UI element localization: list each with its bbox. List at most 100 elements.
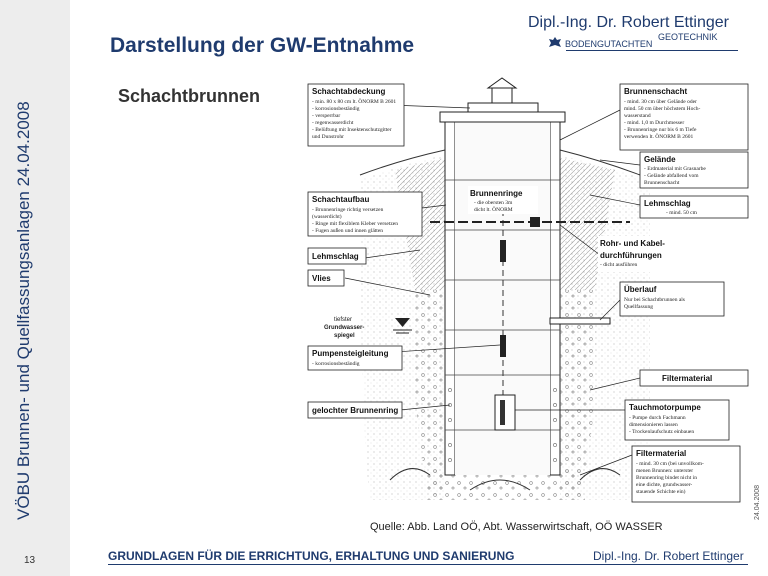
filter-gravel-bottom bbox=[425, 470, 585, 500]
svg-text:- Erdmaterial mit Grasnarbe: - Erdmaterial mit Grasnarbe bbox=[644, 166, 706, 172]
logo-geotechnik: GEOTECHNIK bbox=[658, 32, 718, 42]
label-grundwasserspiegel: tiefster Grundwasser- spiegel bbox=[324, 317, 364, 339]
logo-underline bbox=[566, 50, 738, 51]
svg-text:Filtermaterial: Filtermaterial bbox=[662, 374, 712, 383]
svg-text:- mind. 30 cm über Gelände ode: - mind. 30 cm über Gelände oder bbox=[624, 99, 697, 105]
svg-text:- mind. 50 cm: - mind. 50 cm bbox=[666, 210, 698, 216]
svg-text:Filtermaterial: Filtermaterial bbox=[636, 449, 686, 458]
svg-text:mind. 50 cm über höchstem Hoch: mind. 50 cm über höchstem Hoch- bbox=[624, 106, 701, 112]
svg-text:- Belüftung mit Insektenschutz: - Belüftung mit Insektenschutzgitter bbox=[312, 126, 392, 133]
label-gelaende: Gelände - Erdmaterial mit Grasnarbe - Ge… bbox=[639, 151, 749, 189]
svg-text:- Brunnenringe nur bis 6 m Tie: - Brunnenringe nur bis 6 m Tiefe bbox=[624, 126, 697, 133]
shaft-cover bbox=[439, 111, 566, 123]
svg-text:stauende Schichte ein): stauende Schichte ein) bbox=[636, 488, 686, 495]
svg-text:Quellfassung: Quellfassung bbox=[624, 303, 653, 310]
label-rohr-kabel: Rohr- und Kabel- durchführungen - dicht … bbox=[598, 236, 694, 272]
flow-arrow-icon bbox=[389, 468, 431, 481]
duct-sleeve bbox=[530, 217, 540, 227]
cover-plate bbox=[467, 102, 539, 113]
groundwater-marker-icon bbox=[395, 318, 410, 327]
footer-text: GRUNDLAGEN FÜR DIE ERRICHTUNG, ERHALTUNG… bbox=[108, 549, 515, 563]
label-filtermaterial-bottom: Filtermaterial - mind. 30 cm (bei unvoll… bbox=[631, 445, 741, 503]
svg-text:- Ringe mit flexiblem Kleber v: - Ringe mit flexiblem Kleber versetzen bbox=[312, 220, 398, 227]
svg-text:Brunnenschacht: Brunnenschacht bbox=[624, 87, 687, 96]
svg-text:dimensionieren lassen: dimensionieren lassen bbox=[629, 422, 678, 428]
svg-text:Überlauf: Überlauf bbox=[624, 285, 657, 294]
clay-layer-right bbox=[560, 158, 615, 290]
svg-text:Grundwasser-: Grundwasser- bbox=[324, 325, 364, 331]
svg-text:Brunnenschacht: Brunnenschacht bbox=[644, 180, 680, 186]
overflow-pipe bbox=[549, 317, 611, 325]
pipe-coupling bbox=[500, 335, 506, 357]
ground-line-left bbox=[359, 149, 446, 176]
svg-text:- korrosionsbeständig: - korrosionsbeständig bbox=[312, 361, 360, 367]
date-small: 24.04.2008 bbox=[754, 484, 761, 520]
page-title: Darstellung der GW-Entnahme bbox=[110, 34, 415, 57]
pump-motor bbox=[500, 400, 505, 425]
label-schachtabdeckung: Schachtabdeckung - min. 80 x 80 cm lt. Ö… bbox=[307, 83, 405, 147]
svg-text:spiegel: spiegel bbox=[334, 333, 355, 339]
svg-text:- mind. 30 cm (bei unvollkom-: - mind. 30 cm (bei unvollkom- bbox=[636, 460, 704, 467]
page-subtitle: Schachtbrunnen bbox=[118, 86, 261, 106]
svg-text:Rohr- und Kabel-: Rohr- und Kabel- bbox=[600, 239, 665, 248]
slide-number: 13 bbox=[24, 555, 36, 566]
svg-text:gelochter Brunnenring: gelochter Brunnenring bbox=[312, 406, 398, 415]
svg-text:menen Brunnen: unterster: menen Brunnen: unterster bbox=[636, 468, 693, 474]
footer-line bbox=[108, 564, 748, 565]
logo-subtitle: BODENGUTACHTEN bbox=[565, 39, 653, 49]
svg-text:verwenden lt. ÖNORM B 2601: verwenden lt. ÖNORM B 2601 bbox=[624, 133, 693, 140]
perforations bbox=[448, 388, 557, 462]
image-source: Quelle: Abb. Land OÖ, Abt. Wasserwirtsch… bbox=[370, 521, 663, 533]
svg-text:tiefster: tiefster bbox=[334, 317, 352, 323]
svg-text:- dicht ausführen: - dicht ausführen bbox=[600, 261, 638, 268]
label-brunnenschacht: Brunnenschacht - mind. 30 cm über Geländ… bbox=[619, 83, 749, 151]
footer-author: Dipl.-Ing. Dr. Robert Ettinger bbox=[593, 549, 744, 563]
svg-text:- mind. 1,0 m Durchmesser: - mind. 1,0 m Durchmesser bbox=[624, 120, 684, 126]
svg-text:- die obersten 3m: - die obersten 3m bbox=[474, 200, 513, 206]
logo-name: Dipl.-Ing. Dr. Robert Ettinger bbox=[528, 14, 729, 31]
label-filtermaterial-right: Filtermaterial bbox=[639, 369, 749, 387]
svg-text:Lehmschlag: Lehmschlag bbox=[312, 252, 359, 261]
flow-arrow-icon bbox=[469, 479, 531, 491]
svg-text:(wasserdicht): (wasserdicht) bbox=[312, 213, 342, 220]
flow-arrow-icon bbox=[579, 468, 621, 481]
svg-text:Gelände: Gelände bbox=[644, 155, 676, 164]
label-title: Schachtabdeckung bbox=[312, 87, 385, 96]
pipe-coupling bbox=[500, 240, 506, 262]
label-brunnenringe: Brunnenringe - die obersten 3m dicht lt.… bbox=[468, 186, 538, 214]
vent-pipe bbox=[491, 87, 513, 104]
svg-text:Brunnenringe: Brunnenringe bbox=[470, 189, 523, 198]
ground-line-right bbox=[559, 149, 641, 176]
svg-text:- Fugen außen und innen glätte: - Fugen außen und innen glätten bbox=[312, 227, 383, 234]
filter-gravel-right bbox=[560, 290, 596, 495]
eagle-icon bbox=[549, 37, 561, 47]
svg-text:durchführungen: durchführungen bbox=[600, 251, 662, 260]
svg-text:- Gelände abfallend vom: - Gelände abfallend vom bbox=[644, 172, 699, 179]
svg-text:Tauchmotorpumpe: Tauchmotorpumpe bbox=[629, 403, 701, 412]
svg-text:Nur bei Schachtbrunnen als: Nur bei Schachtbrunnen als bbox=[624, 297, 685, 303]
svg-text:dicht lt. ÖNORM: dicht lt. ÖNORM bbox=[474, 206, 513, 213]
label-pumpensteigleitung: Pumpensteigleitung - korrosionsbeständig bbox=[307, 345, 403, 371]
svg-text:- Trockenlaufschutz einbauen: - Trockenlaufschutz einbauen bbox=[629, 428, 694, 435]
svg-text:- korrosionsbeständig: - korrosionsbeständig bbox=[312, 106, 360, 112]
svg-text:- regenwasserdicht: - regenwasserdicht bbox=[312, 120, 354, 126]
svg-text:- min. 80 x 80 cm lt. ÖNORM B: - min. 80 x 80 cm lt. ÖNORM B 2601 bbox=[312, 98, 396, 105]
left-sidebar bbox=[0, 0, 70, 576]
svg-text:wasserstand: wasserstand bbox=[624, 113, 651, 119]
filter-gravel-left bbox=[414, 290, 445, 495]
label-vlies: Vlies bbox=[307, 269, 345, 287]
svg-text:- Pumpe durch Fachmann: - Pumpe durch Fachmann bbox=[629, 415, 686, 421]
svg-text:- Brunnenringe richtig versetz: - Brunnenringe richtig versetzen bbox=[312, 207, 384, 213]
svg-text:- versperrbar: - versperrbar bbox=[312, 113, 340, 119]
label-lehmschlag-left: Lehmschlag bbox=[307, 247, 367, 265]
svg-text:eine dichte, grundwasser-: eine dichte, grundwasser- bbox=[636, 482, 692, 488]
svg-text:Lehmschlag: Lehmschlag bbox=[644, 199, 691, 208]
label-tauchmotorpumpe: Tauchmotorpumpe - Pumpe durch Fachmann d… bbox=[624, 399, 730, 441]
svg-text:und Dunstrohr: und Dunstrohr bbox=[312, 134, 344, 140]
svg-text:Brunnenring bindet nicht in: Brunnenring bindet nicht in bbox=[636, 475, 697, 481]
svg-text:Pumpensteigleitung: Pumpensteigleitung bbox=[312, 349, 389, 358]
label-schachtaufbau: Schachtaufbau - Brunnenringe richtig ver… bbox=[307, 191, 423, 237]
svg-text:Schachtaufbau: Schachtaufbau bbox=[312, 195, 369, 204]
svg-text:Vlies: Vlies bbox=[312, 274, 331, 283]
